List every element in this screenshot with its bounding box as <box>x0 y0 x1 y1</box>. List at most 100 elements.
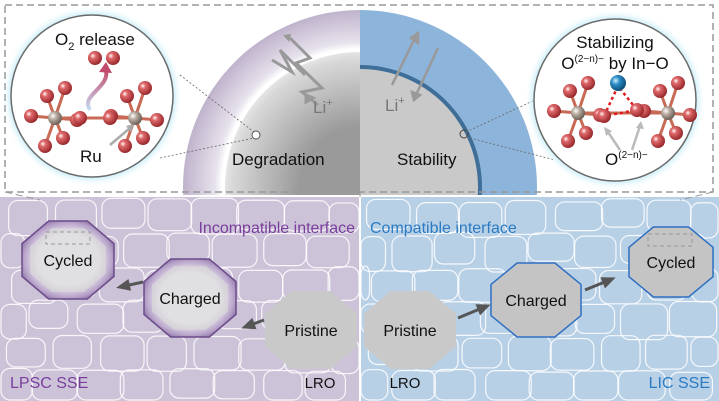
oxygen-atom <box>56 131 70 145</box>
sse-grain <box>433 368 476 401</box>
sse-grain <box>119 369 164 401</box>
particle-charged-right: Charged <box>490 262 582 338</box>
sse-grain <box>100 335 145 372</box>
oxygen-atom <box>103 111 117 125</box>
oxygen-atom <box>118 139 132 153</box>
stable-particle <box>360 10 537 195</box>
ruthenium-atom <box>128 111 142 125</box>
indium-atom <box>610 75 626 91</box>
sse-grain <box>5 337 46 368</box>
sse-grain <box>458 201 503 238</box>
sse-grain <box>619 303 669 341</box>
ru-label: Ru <box>80 147 102 166</box>
stability-label: Stability <box>397 150 457 169</box>
oxygen-atom <box>581 76 595 90</box>
sse-grain <box>190 197 240 235</box>
sse-grain <box>485 369 532 401</box>
particle-pristine-left-label: Pristine <box>284 323 337 340</box>
sse-grain <box>169 368 216 399</box>
sse-grain <box>101 197 146 229</box>
sse-grain <box>76 369 125 401</box>
oxygen-atom <box>651 134 665 148</box>
degrading-particle <box>183 10 360 195</box>
compatible-interface-heading: Compatible interface <box>370 220 517 237</box>
oxygen-atom <box>669 126 683 140</box>
o2-release-label: O2 release <box>55 30 135 53</box>
sse-grain <box>690 336 719 368</box>
sse-grain <box>123 233 170 268</box>
sse-grain <box>415 202 459 234</box>
progression-arrow <box>116 279 144 291</box>
lro-label-right: LRO <box>390 375 421 392</box>
sse-grain <box>306 235 350 269</box>
progression-arrow <box>584 277 616 292</box>
sse-grain <box>391 235 433 273</box>
oxygen-atom <box>630 103 644 117</box>
zoom-frame <box>4 4 714 193</box>
oxygen-atom <box>120 89 134 103</box>
oxygen-atom <box>653 84 667 98</box>
li-ion-label-right: Li+ <box>385 95 405 115</box>
o-2-n-label: O(2−n)− <box>605 150 648 169</box>
sse-grain <box>644 334 688 370</box>
sse-grain <box>669 371 714 401</box>
particle-cycled-left-label: Cycled <box>44 253 93 270</box>
li-ion-transport-arrows <box>390 30 440 103</box>
particle-charged-left: Charged <box>143 258 237 338</box>
sse-grain <box>193 335 242 371</box>
particle-charged-right-label: Charged <box>505 293 566 310</box>
oxygen-atom <box>579 126 593 140</box>
sse-grain <box>600 198 645 228</box>
ruthenium-atom <box>48 111 62 125</box>
oxygen-atom <box>561 134 575 148</box>
sse-grain <box>211 233 258 268</box>
sse-grain <box>617 370 666 401</box>
lro-label-left: LRO <box>305 375 336 392</box>
lic-sse-label: LIC SSE <box>649 375 710 392</box>
oxygen-atom <box>38 139 52 153</box>
sse-grain <box>528 371 575 401</box>
sse-grain <box>574 235 617 269</box>
degradation-label: Degradation <box>232 150 325 169</box>
zoom-point-right <box>459 129 469 139</box>
progression-arrow <box>457 304 491 320</box>
incompatible-interface-heading: Incompatible interface <box>198 220 355 237</box>
stabilizing-title: Stabilizing <box>576 33 654 52</box>
sse-grain <box>263 369 303 401</box>
particle-pristine-right-label: Pristine <box>383 323 436 340</box>
particle-cycled-right: Cycled <box>628 226 714 298</box>
sse-grain <box>8 199 49 237</box>
ruthenium-atom <box>571 106 585 120</box>
oxygen-atom <box>547 104 561 118</box>
sse-grain <box>572 370 619 401</box>
oxygen-atom <box>563 84 577 98</box>
sse-grain <box>304 370 347 401</box>
oxygen-atom <box>683 108 697 122</box>
sse-grain <box>28 299 69 329</box>
sse-grain <box>668 300 718 338</box>
sse-grain <box>52 334 93 369</box>
sse-grain <box>461 337 503 369</box>
oxygen-atom <box>150 113 164 127</box>
sse-grain <box>391 369 436 401</box>
particle-charged-left-label: Charged <box>159 291 220 308</box>
sse-grain <box>212 370 255 400</box>
zoom-point-left <box>251 130 261 140</box>
li-ion-blocked-arrows <box>271 34 326 107</box>
sse-grain <box>549 337 595 371</box>
particle-pristine-left: Pristine <box>265 291 357 369</box>
particle-cycled-left: Cycled <box>21 220 115 300</box>
oxygen-atom <box>58 81 72 95</box>
sse-grain <box>76 303 125 334</box>
sse-grain <box>146 335 187 372</box>
sse-grain <box>504 199 547 236</box>
in-o-bonds <box>602 83 640 118</box>
oxygen-atom <box>88 51 102 65</box>
sse-grain <box>554 201 604 232</box>
oxygen-atom <box>136 131 150 145</box>
oxygen-atom <box>24 109 38 123</box>
zoom-circle-oxygen-release: O2 release Ru <box>8 12 176 180</box>
lpsc-sse-label: LPSC SSE <box>10 375 88 392</box>
zoom-circle-stabilizing: Stabilizing O(2−n)− by In−O O(2−n)− <box>531 16 699 184</box>
